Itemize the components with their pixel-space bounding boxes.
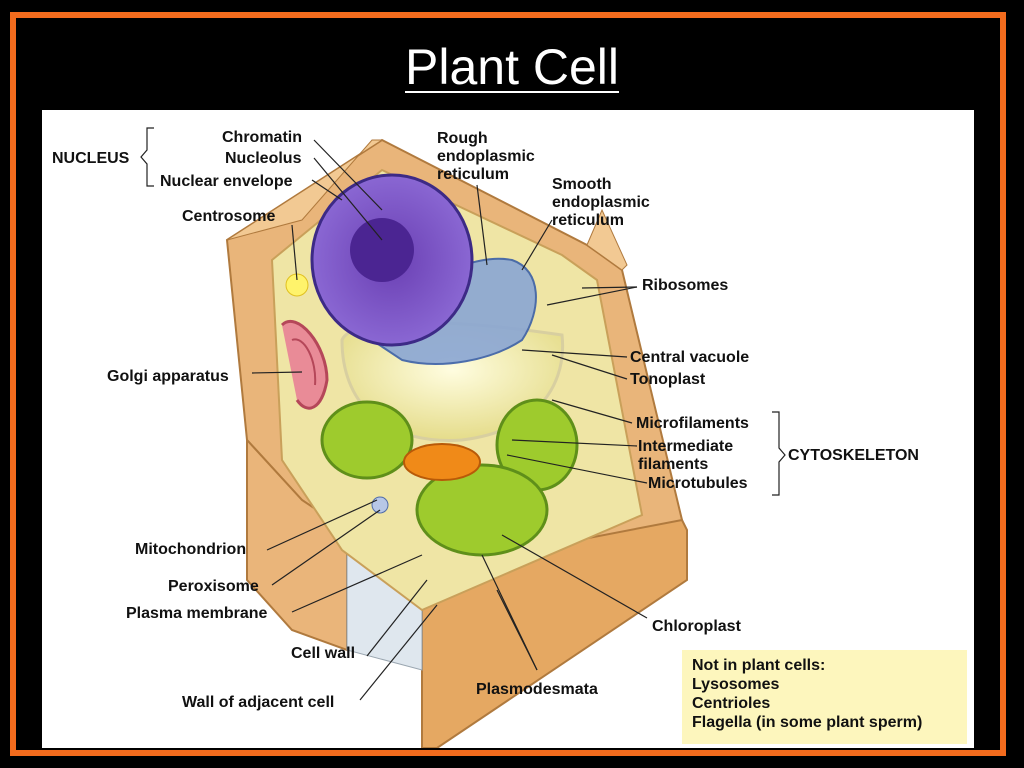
cell-wall-label: Cell wall xyxy=(291,645,355,662)
chloroplast-shapes xyxy=(320,398,579,557)
rough-er-label-2: endoplasmic xyxy=(437,148,535,165)
plasma-membrane-label: Plasma membrane xyxy=(126,605,268,622)
tonoplast-label: Tonoplast xyxy=(630,371,706,388)
central-vacuole-label: Central vacuole xyxy=(630,349,749,366)
note-item-lysosomes: Lysosomes xyxy=(692,676,780,693)
leader-lines xyxy=(140,127,786,701)
nucleus-group-label: NUCLEUS xyxy=(52,150,130,167)
rough-er-label-3: reticulum xyxy=(437,166,509,183)
golgi-label: Golgi apparatus xyxy=(107,368,229,385)
centrosome-label: Centrosome xyxy=(182,208,275,225)
slide-title: Plant Cell xyxy=(405,39,619,95)
golgi-shape xyxy=(280,319,329,410)
intermediate-filaments-label-2: filaments xyxy=(638,456,708,473)
note-item-flagella: Flagella (in some plant sperm) xyxy=(692,714,923,731)
nucleolus-label: Nucleolus xyxy=(225,150,302,167)
cytoskeleton-group-label: CYTOSKELETON xyxy=(788,447,919,464)
note-item-centrioles: Centrioles xyxy=(692,695,771,712)
microtubules-label: Microtubules xyxy=(648,475,748,492)
diagram-panel: NUCLEUS Chromatin Nucleolus Nuclear enve… xyxy=(42,110,974,748)
rough-er-label-1: Rough xyxy=(437,130,488,147)
smooth-er-label-2: endoplasmic xyxy=(552,194,650,211)
plant-cell-diagram: NUCLEUS Chromatin Nucleolus Nuclear enve… xyxy=(52,127,919,748)
peroxisome-label: Peroxisome xyxy=(168,578,259,595)
chloroplast-label: Chloroplast xyxy=(652,618,742,635)
note-heading: Not in plant cells: xyxy=(692,657,826,674)
ribosomes-label: Ribosomes xyxy=(642,277,728,294)
smooth-er-label-3: reticulum xyxy=(552,212,624,229)
wall-adjacent-label: Wall of adjacent cell xyxy=(182,694,334,711)
smooth-er-label-1: Smooth xyxy=(552,176,612,193)
mitochondrion-label: Mitochondrion xyxy=(135,541,246,558)
chromatin-label: Chromatin xyxy=(222,129,302,146)
intermediate-filaments-label-1: Intermediate xyxy=(638,438,733,455)
microfilaments-label: Microfilaments xyxy=(636,415,749,432)
mitochondrion-shape xyxy=(403,443,481,481)
nuclear-envelope-label: Nuclear envelope xyxy=(160,173,293,190)
nucleus-shape xyxy=(310,173,474,347)
plasmodesmata-label: Plasmodesmata xyxy=(476,681,598,698)
not-in-plant-cells-note: Not in plant cells: Lysosomes Centrioles… xyxy=(682,650,967,744)
